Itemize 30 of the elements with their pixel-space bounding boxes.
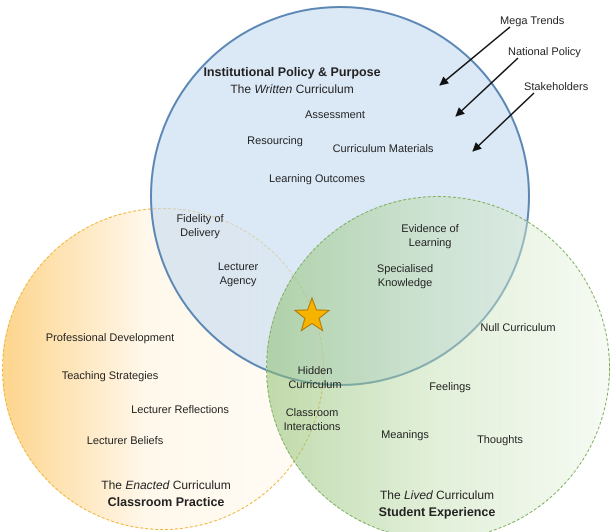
region-label: Curriculum Materials (332, 142, 434, 156)
arrow (455, 57, 519, 117)
region-label: Teaching Strategies (60, 369, 160, 383)
arrow (439, 26, 510, 86)
region-label: Resourcing (246, 134, 304, 148)
region-label: Null Curriculum (479, 321, 557, 335)
arrow (472, 92, 535, 152)
region-label: Thoughts (476, 433, 524, 447)
region-label: Lecturer Reflections (130, 403, 230, 417)
circle-subheading: The Lived Curriculum (378, 487, 496, 503)
region-label: Fidelity of Delivery (175, 212, 225, 240)
region-label: Assessment (304, 108, 366, 122)
region-label: Evidence of Learning (400, 222, 460, 250)
circle-subheading: The Enacted Curriculum (100, 477, 232, 493)
region-label: Professional Development (44, 331, 176, 345)
region-label: Feelings (428, 380, 472, 394)
external-label: Mega Trends (500, 14, 564, 28)
region-label: Specialised Knowledge (376, 262, 434, 290)
circle-heading: Classroom Practice (106, 494, 226, 510)
external-label: National Policy (508, 45, 581, 59)
region-label: Learning Outcomes (268, 172, 366, 186)
region-label: Lecturer Agency (216, 260, 260, 288)
region-label: Hidden Curriculum (287, 364, 343, 392)
circle-subheading: The Written Curriculum (229, 81, 355, 97)
region-label: Lecturer Beliefs (86, 434, 164, 448)
circle-heading: Student Experience (378, 504, 496, 520)
region-label: Meanings (380, 428, 430, 442)
region-label: Classroom Interactions (282, 406, 342, 434)
external-label: Stakeholders (524, 80, 588, 94)
circle-heading: Institutional Policy & Purpose (202, 64, 382, 80)
